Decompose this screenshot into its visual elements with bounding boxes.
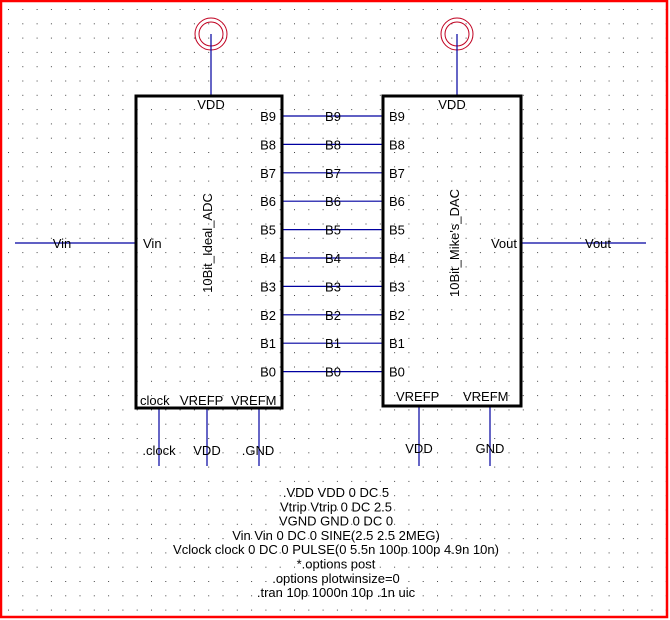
adc-name: 10Bit_Ideal_ADC [200,193,215,293]
adc-vin-pin: Vin [143,236,162,251]
netlist-line: .options plotwinsize=0 [272,571,400,586]
adc-bit-pin: B6 [260,194,276,209]
adc-bit-pin: B2 [260,308,276,323]
adc-vrefm-pin: VREFM [231,393,277,408]
dac-name: 10Bit_Mike's_DAC [447,189,462,297]
dac-bit-pin: B6 [389,194,405,209]
adc-bit-pin: B1 [260,336,276,351]
netlist-line: *.options post [297,557,376,572]
dac-bit-pin: B0 [389,365,405,380]
adc-bit-pin: B0 [260,365,276,380]
net-label-vin: Vin [53,236,72,251]
adc-vrefp-pin: VREFP [180,393,223,408]
netlist-line: Vclock clock 0 DC 0 PULSE(0 5.5n 100p 10… [173,542,499,557]
bit-net-label: B5 [325,223,341,238]
adc-bit-pin: B3 [260,279,276,294]
dac-bit-pin: B3 [389,279,405,294]
dac-vrefp-pin: VREFP [396,389,439,404]
net-label-dac-vrefp: VDD [405,441,432,456]
dac-bit-pin: B9 [389,109,405,124]
adc-bit-pin: B4 [260,251,276,266]
dac-bit-pin: B7 [389,166,405,181]
dac-bit-pin: B4 [389,251,405,266]
adc-bit-pin: B8 [260,137,276,152]
netlist-line: .VDD VDD 0 DC 5 [283,485,389,500]
dac-bit-pin: B8 [389,137,405,152]
bit-net-label: B3 [325,279,341,294]
net-label-adc-vrefm: .GND [242,443,275,458]
netlist-line: VGND GND 0 DC 0 [279,514,393,529]
bit-net-label: B7 [325,166,341,181]
dac-bit-pin: B5 [389,223,405,238]
bit-net-label: B8 [325,137,341,152]
adc-bit-pin: B5 [260,223,276,238]
netlist-line: Vin Vin 0 DC 0 SINE(2.5 2.5 2MEG) [232,528,440,543]
net-label-vout: Vout [585,236,611,251]
dac-vout-pin: Vout [491,236,517,251]
bit-net-label: B0 [325,365,341,380]
bit-net-label: B1 [325,336,341,351]
net-label-adc-vrefp: VDD [193,443,220,458]
wires [15,34,646,466]
bit-net-label: B6 [325,194,341,209]
bit-net-label: B2 [325,308,341,323]
net-label-dac-vrefm: GND [476,441,505,456]
bit-net-label: B9 [325,109,341,124]
dac-vdd-pin: VDD [438,97,465,112]
netlist-line: Vtrip Vtrip 0 DC 2.5 [280,499,392,514]
adc-block[interactable] [134,94,284,410]
adc-clock-pin: clock [140,393,170,408]
dac-block[interactable] [381,94,523,408]
dac-vrefm-pin: VREFM [463,389,509,404]
net-label-clock: .clock [142,443,176,458]
dac-bit-pin: B1 [389,336,405,351]
adc-bit-pin: B9 [260,109,276,124]
dac-bit-pin: B2 [389,308,405,323]
adc-bit-pin: B7 [260,166,276,181]
bit-net-label: B4 [325,251,341,266]
adc-vdd-pin: VDD [197,97,224,112]
netlist-line: .tran 10p 1000n 10p .1n uic [257,585,416,600]
